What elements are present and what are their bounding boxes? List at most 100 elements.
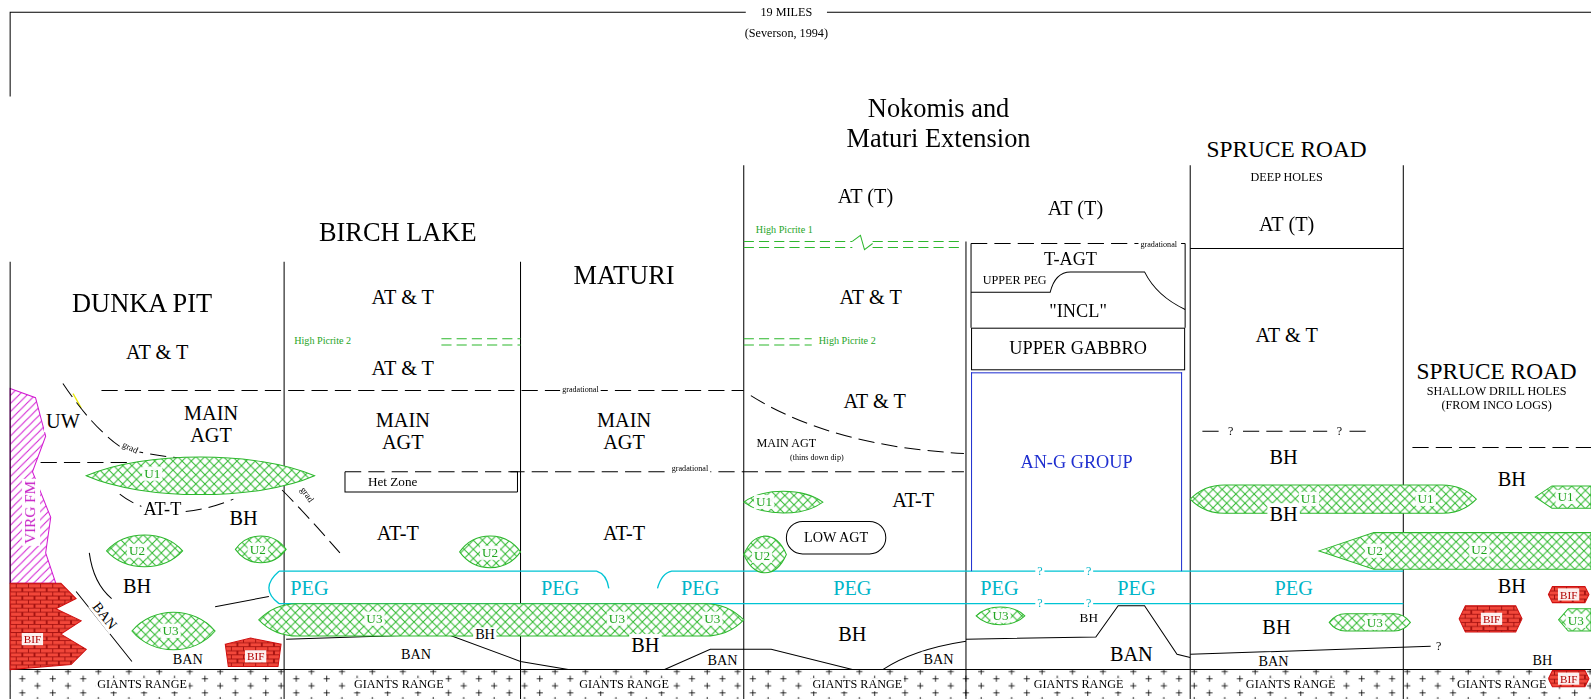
- section-label: ?: [1035, 597, 1044, 610]
- section-label: T-AGT: [1042, 250, 1099, 270]
- section-label: UPPER PEG: [981, 274, 1049, 287]
- section-label: BH: [1530, 653, 1554, 669]
- section-label: AT & T: [370, 286, 436, 308]
- section-label: gradational: [560, 386, 601, 395]
- section-label: MAIN AGT: [174, 402, 249, 447]
- section-label: PEG: [978, 576, 1020, 598]
- section-label: gradational: [1138, 241, 1179, 250]
- ultramafic-lens: U2: [107, 535, 183, 567]
- unit-code: U3: [364, 612, 384, 627]
- section-label: GIANTS RANGE: [1032, 678, 1126, 691]
- section-label: ?: [1035, 564, 1044, 577]
- section-label: Nokomis and Maturi Extension: [835, 95, 1042, 153]
- section-label: PEG: [1115, 576, 1157, 598]
- unit-code: U2: [1469, 543, 1489, 558]
- section-label: High Picrite 2: [817, 335, 878, 346]
- section-label: AT (T): [1257, 213, 1316, 235]
- ultramafic-lens: U3: [976, 607, 1025, 625]
- section-label: BH: [1267, 503, 1299, 525]
- section-label: PEG: [679, 576, 721, 598]
- section-label: PEG: [539, 576, 581, 598]
- unit-code: U1: [142, 467, 162, 482]
- ultramafic-lens-outline: [1190, 485, 1476, 513]
- unit-name: "INCL": [1049, 301, 1107, 321]
- unit-code: U1: [1416, 492, 1436, 507]
- section-label: VIRG FM: [22, 479, 39, 546]
- unit-code: LOW AGT: [802, 530, 870, 546]
- picrite-lines: [744, 241, 962, 247]
- section-label: GIANTS RANGE: [1455, 678, 1549, 691]
- iron-formation-block-shape: [10, 583, 86, 669]
- unit-code: U3: [607, 612, 627, 627]
- picrite-zigzag: [852, 235, 872, 249]
- section-label: AT & T: [124, 341, 190, 363]
- iron-formation-block: BIF: [225, 614, 281, 667]
- iron-formation-block-outline: [1459, 606, 1522, 632]
- section-label: PEG: [831, 576, 873, 598]
- ultramafic-lens-outline: [1319, 533, 1591, 570]
- iron-formation-block-outline: [10, 583, 86, 669]
- section-label: BH: [1496, 575, 1528, 597]
- unit-code: U1: [1299, 492, 1319, 507]
- unit-code: U3: [160, 624, 180, 639]
- contact-lines: [10, 165, 1591, 699]
- ultramafic-lens: U3: [132, 612, 215, 651]
- unit-box: AN-G GROUP: [971, 372, 1182, 571]
- section-label: GIANTS RANGE: [95, 678, 189, 691]
- iron-formation-block-outline: [225, 638, 281, 666]
- iron-formation-block: BIF: [10, 583, 86, 669]
- unit-name: AN-G GROUP: [1020, 452, 1132, 472]
- low-agt-outline-outline: [786, 521, 885, 553]
- section-label: BAN: [1108, 643, 1155, 665]
- ultramafic-lens-outline: [1329, 614, 1410, 631]
- gradational-lines: [1412, 447, 1591, 448]
- section-label: DUNKA PIT: [70, 290, 214, 319]
- section-label: BH: [1496, 468, 1528, 490]
- unit-code: U2: [752, 549, 772, 564]
- section-label: High Picrite 2: [292, 335, 353, 346]
- ultramafic-lens: U1: [1535, 486, 1591, 508]
- section-label: BH: [1267, 445, 1299, 467]
- section-label: MAIN AGT: [754, 437, 818, 450]
- section-label: GIANTS RANGE: [811, 678, 905, 691]
- granite-band: [10, 670, 1591, 699]
- section-label: BH: [227, 506, 259, 528]
- unit-code: U3: [1566, 614, 1586, 629]
- ultramafic-lens-outline: [1535, 486, 1591, 508]
- section-label: BIRCH LAKE: [317, 219, 479, 248]
- picrite-lines: [441, 241, 962, 344]
- ultramafic-lens-outline: [132, 612, 215, 650]
- unit-code: U2: [480, 546, 500, 561]
- section-label: BAN: [399, 647, 433, 663]
- contact-lines: [966, 606, 1431, 658]
- unit-name: UPPER GABBRO: [1009, 339, 1147, 359]
- section-label: BH: [121, 575, 153, 597]
- low-agt-outline: LOW AGT: [786, 521, 885, 553]
- section-label: PEG: [1272, 576, 1314, 598]
- iron-formation-block-outline: [1548, 671, 1589, 687]
- section-label: SPRUCE ROAD: [1415, 358, 1579, 384]
- unit-code: BIF: [1558, 588, 1579, 600]
- unit-code: BIF: [1558, 673, 1579, 685]
- picrite-lines: [441, 339, 811, 345]
- iron-formation-block: BIF: [1548, 586, 1589, 602]
- ultramafic-lens: U3: [1559, 609, 1591, 631]
- section-label: AT-T: [141, 500, 183, 520]
- section-label: Het Zone: [366, 475, 420, 490]
- contact-lines: [971, 243, 1185, 327]
- section-label: BH: [473, 627, 497, 643]
- unit-code: U3: [702, 612, 722, 627]
- ultramafic-lens: U1: [744, 491, 823, 513]
- section-label: BAN: [922, 652, 956, 668]
- section-label: ?: [1226, 424, 1235, 437]
- section-label: (Severson, 1994): [743, 27, 830, 40]
- section-label: AT-T: [375, 521, 421, 543]
- section-label: High Picrite 1: [754, 224, 815, 235]
- ultramafic-lens: U1 U1: [1190, 485, 1476, 513]
- section-label: UW: [44, 410, 82, 432]
- ultramafic-lens: U2: [460, 536, 521, 568]
- contact-lines: [10, 12, 1591, 96]
- ultramafic-lens: U2U2: [1319, 533, 1591, 570]
- section-label: AT & T: [370, 357, 436, 379]
